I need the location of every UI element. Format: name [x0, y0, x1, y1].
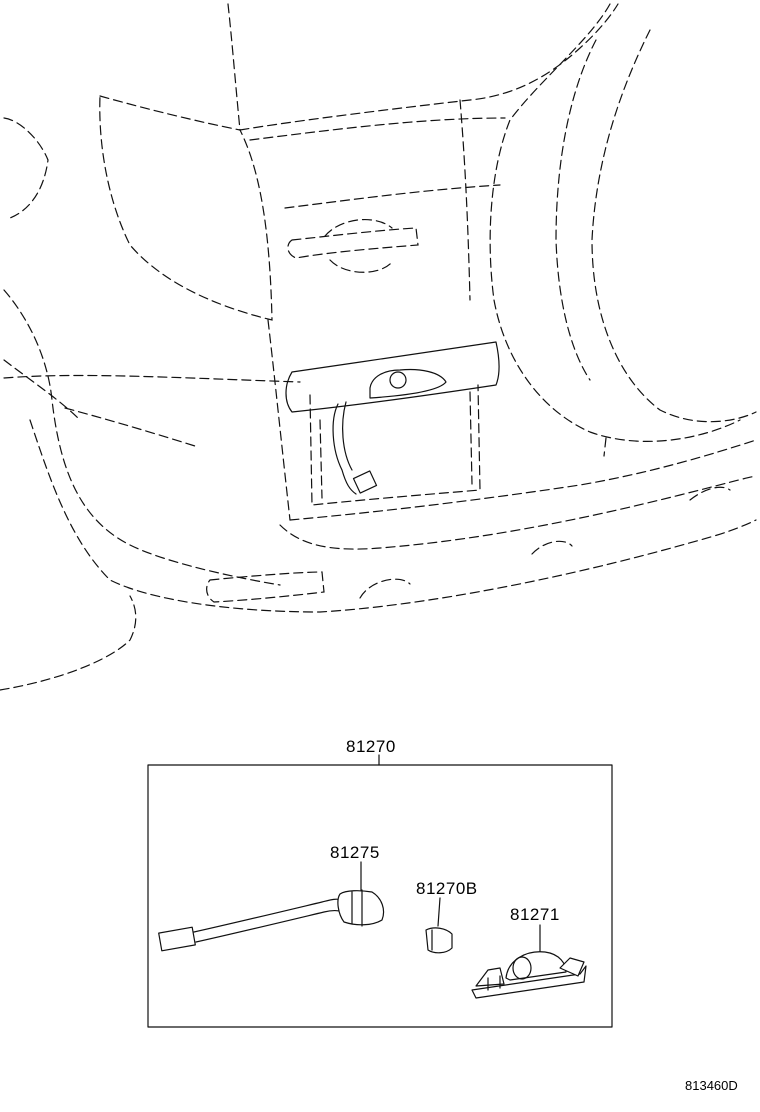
- socket-wire-part: [158, 861, 385, 952]
- assembly-callout-box: [147, 754, 613, 1028]
- lens-housing-part: [471, 924, 587, 999]
- license-lamp-garnish: [285, 341, 500, 495]
- callout-81270b-bulb: 81270B: [416, 879, 478, 898]
- vehicle-rear-outline: [0, 3, 757, 691]
- diagram-code: 813460D: [685, 1078, 738, 1093]
- callout-81275-socket-wire: 81275: [330, 843, 380, 862]
- callout-81270-assembly: 81270: [346, 737, 396, 756]
- bulb-part: [425, 897, 453, 954]
- callout-81271-lens-housing: 81271: [510, 905, 560, 924]
